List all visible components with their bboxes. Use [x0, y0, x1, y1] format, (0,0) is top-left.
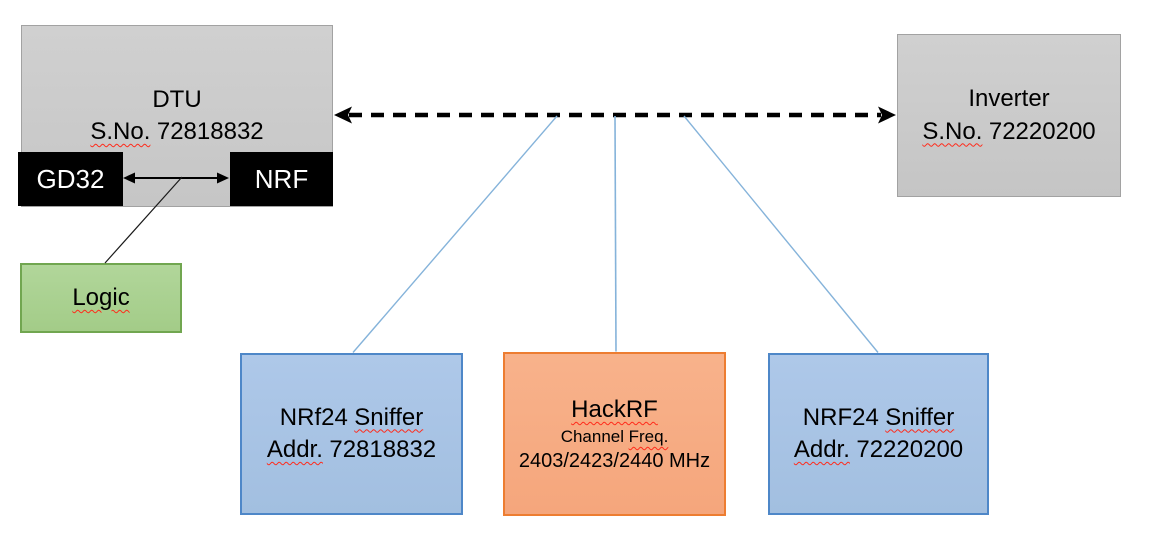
inverter-serial: S.No.72220200 — [922, 116, 1095, 148]
dtu-serial: S.No.72818832 — [90, 116, 263, 148]
dtu-title: DTU — [152, 85, 202, 113]
sniffer-right-word: Sniffer — [885, 403, 955, 431]
sniffer-left-addr-label: Addr. — [266, 436, 323, 463]
hackrf-freq-word: Freq. — [628, 427, 669, 447]
sniffer-right-connector — [683, 115, 879, 353]
inverter-box: Inverter S.No.72220200 — [897, 34, 1121, 197]
sniffer-right-addr: Addr.72220200 — [794, 434, 963, 466]
sniffer-left-addr: Addr.72818832 — [267, 434, 436, 466]
inverter-serial-value: 72220200 — [988, 117, 1096, 145]
dtu-serial-value: 72818832 — [156, 118, 264, 145]
gd32-chip: GD32 — [18, 152, 123, 206]
hackrf-frequencies: 2403/2423/2440 MHz — [518, 450, 711, 473]
dtu-inverter-dashed-arrow — [334, 106, 896, 124]
inverter-serial-label: S.No. — [922, 117, 983, 145]
nrf-chip: NRF — [230, 152, 333, 206]
hackrf-channel-word: Channel — [560, 427, 625, 447]
sniffer-left-addr-value: 72818832 — [329, 436, 437, 463]
logic-label: Logic — [72, 283, 130, 311]
sniffer-left-connector — [352, 115, 558, 353]
dtu-serial-label: S.No. — [90, 118, 151, 145]
logic-box: Logic — [20, 263, 182, 333]
sniffer-left-word: Sniffer — [354, 403, 424, 431]
hackrf-title: HackRF — [571, 395, 658, 423]
sniffer-left-brand: NRf24 — [279, 403, 348, 431]
inverter-title: Inverter — [968, 85, 1050, 113]
sniffer-right-addr-value: 72220200 — [856, 436, 964, 463]
sniffer-right-addr-label: Addr. — [793, 436, 850, 463]
hackrf-connector — [614, 115, 617, 352]
sniffer-right-brand: NRF24 — [802, 403, 879, 431]
